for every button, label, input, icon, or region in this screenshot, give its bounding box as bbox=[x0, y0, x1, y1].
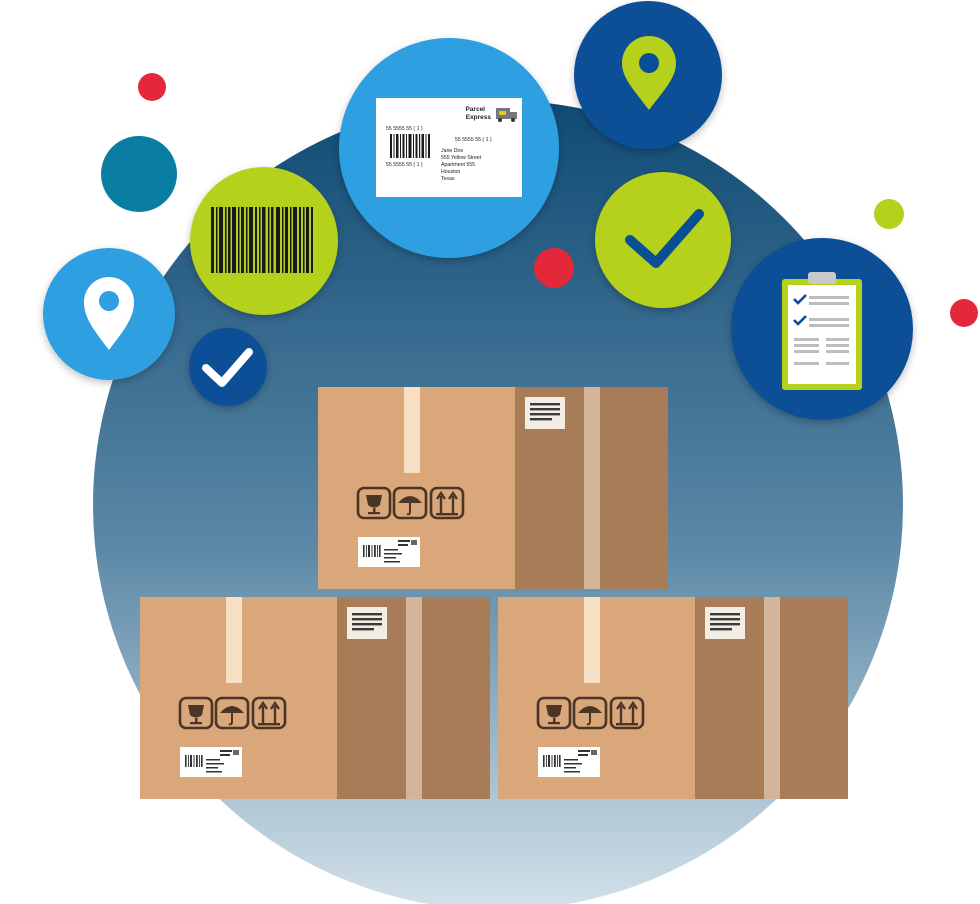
label-recipient-line: Apartment 555 bbox=[441, 162, 475, 168]
checkmark-icon bbox=[202, 348, 253, 387]
checkmark-icon bbox=[625, 209, 704, 268]
label-tracking-top: 55 5555 55 ( 1 ) bbox=[386, 126, 423, 132]
red-dot bbox=[534, 248, 574, 288]
check-bubble-small bbox=[189, 328, 267, 406]
label-brand-line2: Express bbox=[466, 114, 492, 121]
label-tracking-bottom: 55 5555 55 ( 1 ) bbox=[386, 162, 423, 168]
green-dot bbox=[874, 199, 904, 229]
label-barcode bbox=[390, 134, 430, 158]
clipboard-checklist-icon bbox=[782, 272, 862, 390]
cardboard-box-bottom-left bbox=[138, 595, 492, 801]
label-brand-line1: Parcel bbox=[465, 106, 485, 113]
label-tracking-right: 55 5555 55 ( 1 ) bbox=[455, 137, 492, 143]
label-recipient-line: Jane Doe bbox=[441, 148, 463, 154]
cardboard-box-top bbox=[316, 385, 670, 591]
barcode-icon bbox=[211, 207, 313, 273]
teal-circle bbox=[101, 136, 177, 212]
location-pin-icon bbox=[622, 36, 676, 110]
shipping-label-icon: Parcel Express 55 5555 55 ( 1 ) 55 5555 … bbox=[376, 98, 522, 197]
label-recipient-line: Houston bbox=[441, 169, 460, 175]
check-bubble-large bbox=[595, 172, 731, 308]
location-pin-icon bbox=[84, 277, 134, 350]
cardboard-box-bottom-right bbox=[496, 595, 850, 801]
red-dot bbox=[138, 73, 166, 101]
label-recipient-line: Texas bbox=[441, 176, 455, 182]
label-recipient-line: 555 Yellow Street bbox=[441, 155, 482, 161]
red-dot bbox=[950, 299, 978, 327]
truck-icon bbox=[496, 108, 517, 122]
